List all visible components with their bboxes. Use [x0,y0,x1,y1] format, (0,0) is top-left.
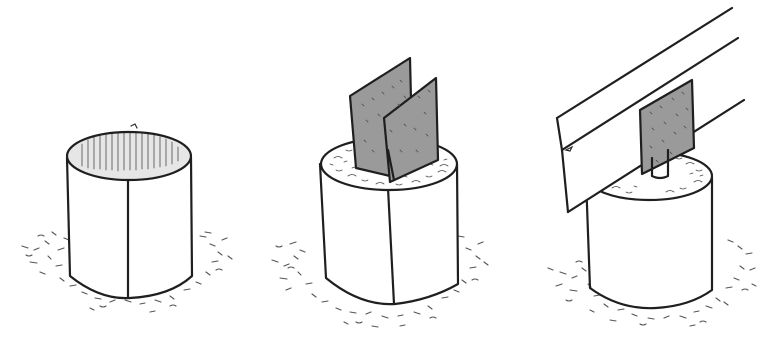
panel-filled-tube-with-beam [548,8,756,326]
tube-form-empty [67,124,192,298]
crossed-anchor-plates [350,58,438,182]
ground-gravel-3 [548,240,756,326]
panel-filled-tube-crossed-plates [272,58,488,327]
panel-empty-tube [22,124,232,312]
ground-gravel-2 [272,236,488,327]
